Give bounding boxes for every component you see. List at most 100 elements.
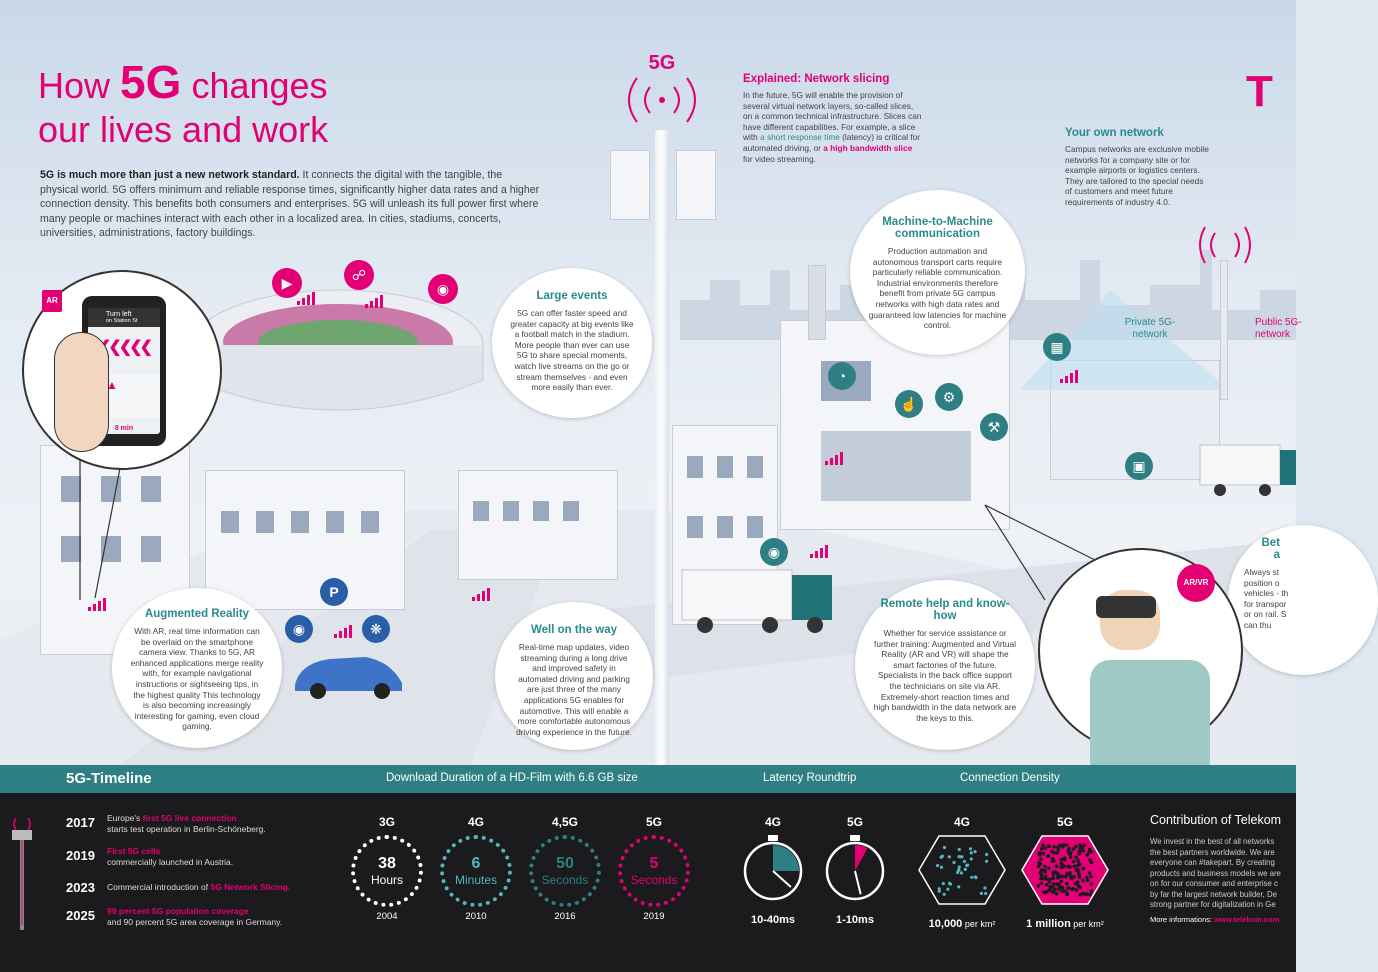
location-icon-factory: ◉	[760, 538, 788, 566]
download-year: 2004	[376, 911, 398, 922]
intro-body: It connects the digital with the tangibl…	[40, 169, 540, 239]
timeline-header-bar: 5G-Timeline Download Duration of a HD-Fi…	[0, 765, 1296, 793]
nav-eta: 8 min	[114, 425, 134, 432]
timeline-event-line1: First 5G cells	[107, 846, 161, 856]
ar-phone-magnifier: Turn left on Station St ❮❮❮❮❮ ▲ 8 min AR	[22, 270, 222, 470]
timeline-event-line2: commercially launched in Austria.	[107, 857, 234, 867]
m2m-title: Machine-to-Machine communication	[882, 216, 993, 240]
telekom-logo: T	[1246, 67, 1273, 116]
own-network-text: Campus networks are exclusive mobile net…	[1065, 144, 1209, 207]
network-slicing-block: Explained: Network slicing In the future…	[743, 73, 923, 164]
latency-header: Latency Roundtrip	[763, 772, 857, 784]
more-info-label: More informations:	[1150, 914, 1215, 924]
latency-generation: 5G	[846, 815, 863, 829]
steering-wheel-icon: ❋	[362, 615, 390, 643]
contribution-title: Contribution of Telekom	[1150, 813, 1282, 827]
nav-street: on Station St	[106, 318, 138, 324]
stopwatch-icon	[743, 835, 803, 901]
remote-help-title: Remote help and know-how	[880, 598, 1010, 622]
signal-waves-right-icon	[1199, 226, 1251, 264]
timeline-tower-icon	[12, 817, 32, 930]
antenna-right	[676, 150, 716, 220]
contribution-line: everyone can #takepart. By creating	[1150, 858, 1275, 867]
signal-bars-icon	[297, 292, 315, 305]
factory	[780, 320, 1010, 530]
on-the-way-bubble: Well on the way Real-time map updates, v…	[495, 602, 653, 750]
on-the-way-title: Well on the way	[530, 624, 618, 636]
latency-generation: 4G	[764, 815, 781, 829]
ar-badge: AR	[42, 290, 62, 312]
timeline-event-line2: starts test operation in Berlin-Schönebe…	[107, 824, 266, 834]
tower-mast-right	[1220, 260, 1228, 400]
touch-icon: ☝	[895, 390, 923, 418]
gauge-icon: ◔	[828, 362, 856, 390]
building-mid	[205, 470, 405, 610]
hand	[54, 332, 109, 452]
page-title: How 5G changes our lives and work	[38, 59, 518, 152]
download-unit: Minutes	[454, 873, 498, 887]
download-generation: 5G	[645, 815, 662, 829]
density-generation: 4G	[953, 815, 970, 829]
signal-bars-icon	[472, 588, 490, 601]
map-pin-icon: ▲	[106, 378, 118, 392]
share-icon: ☍	[344, 260, 374, 290]
timeline-year: 2023	[66, 880, 95, 895]
timeline-event-line1: 99 percent 5G population coverage	[107, 906, 249, 916]
download-number: 38	[378, 855, 396, 872]
signal-bars-icon	[334, 625, 352, 638]
stopwatch-icon	[825, 835, 885, 901]
download-year: 2016	[554, 911, 576, 922]
density-generation: 5G	[1056, 815, 1073, 829]
contribution-line: We invest in the best of all networks	[1150, 837, 1275, 846]
large-events-text: 5G can offer faster speed and greater ca…	[510, 308, 634, 393]
camera-icon: ◉	[428, 274, 458, 304]
title-5g: 5G	[120, 56, 182, 108]
ar-vr-badge: AR/VR	[1177, 564, 1215, 602]
callout-lines	[79, 460, 1096, 601]
more-info-link[interactable]: www.telekom.com	[1214, 914, 1280, 924]
nav-turn: Turn left	[106, 311, 132, 318]
download-header: Download Duration of a HD-Film with 6.6 …	[386, 772, 638, 784]
nav-banner: Turn left on Station St	[88, 308, 160, 327]
latency-value: 10-40ms	[750, 914, 796, 926]
own-network-block: Your own network Campus networks are exc…	[1065, 127, 1210, 208]
download-generation: 3G	[378, 815, 395, 829]
large-events-bubble: Large events 5G can offer faster speed a…	[492, 268, 652, 418]
truck-right	[1199, 444, 1296, 496]
truck	[681, 569, 832, 633]
density-header: Connection Density	[960, 772, 1060, 784]
download-number: 50	[556, 855, 574, 872]
timeline-event-line1: Europe's first 5G live connection	[107, 813, 237, 823]
on-the-way-text: Real-time map updates, video streaming d…	[516, 642, 632, 737]
remote-help-text: Whether for service assistance or furthe…	[873, 628, 1017, 723]
chimney	[808, 265, 826, 340]
signal-bars-icon	[88, 598, 106, 611]
intro-text: 5G is much more than just a new network …	[40, 168, 540, 241]
timeline-event-text: Commercial introduction of 5G Network Sl…	[107, 882, 290, 893]
large-events-title: Large events	[536, 290, 608, 302]
signal-bars-icon	[1060, 370, 1078, 383]
better-title: Bet a	[1261, 537, 1280, 561]
timeline-year: 2017	[66, 815, 95, 830]
contribution-block: Contribution of Telekom We invest in the…	[1150, 813, 1296, 924]
contribution-line: on for our consumer and enterprise c	[1150, 879, 1278, 888]
contribution-line: products and business models we are	[1150, 868, 1281, 878]
person-body	[1090, 660, 1210, 780]
signal-bars-icon	[825, 452, 843, 465]
timeline-year: 2025	[66, 908, 95, 923]
timeline-year: 2019	[66, 848, 95, 863]
private-network-label: Private 5G-network	[1124, 317, 1176, 340]
download-number: 6	[471, 855, 481, 872]
